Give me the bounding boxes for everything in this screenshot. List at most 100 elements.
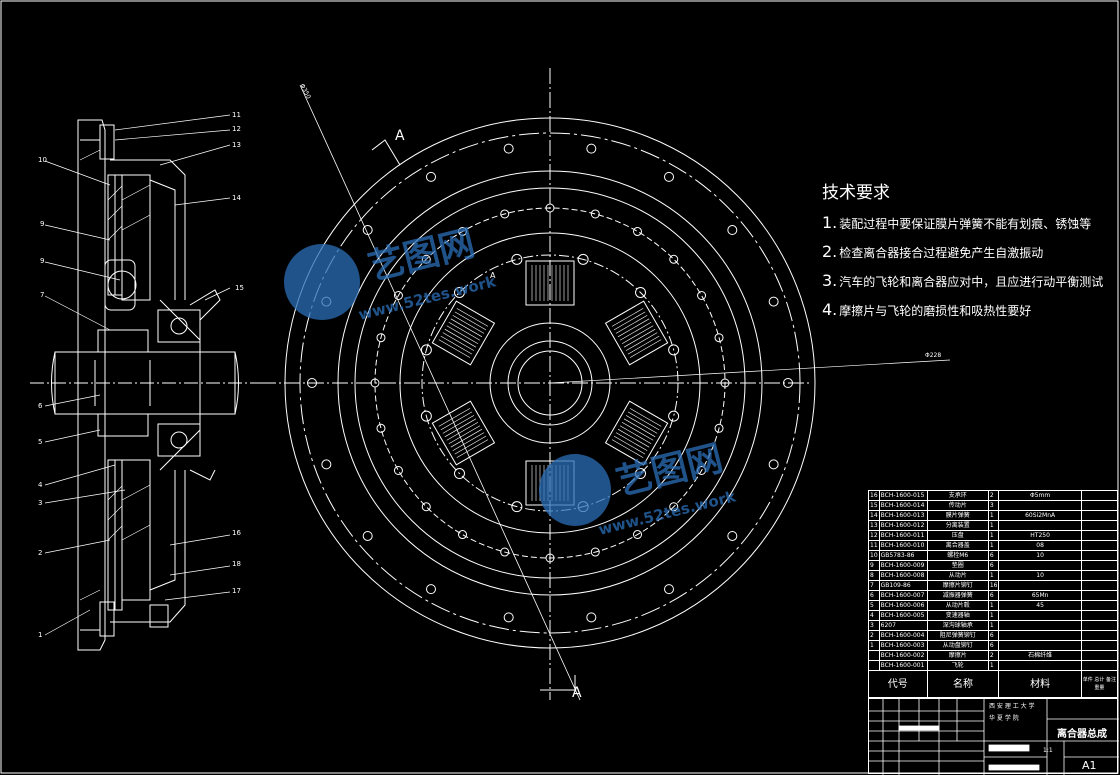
spline-circle <box>507 340 593 426</box>
callout: 4 <box>38 481 43 489</box>
section-cut-line <box>299 84 581 701</box>
bom-cell-remark <box>1080 500 1119 511</box>
release-bearing-upper <box>157 309 201 343</box>
rivet-hole <box>590 547 600 557</box>
bom-cell-name: 摩擦片铆钉 <box>926 580 989 591</box>
bom-cell-remark <box>1080 490 1119 501</box>
bom-cell-qty: 6 <box>987 640 1000 651</box>
outer-circle <box>284 117 816 649</box>
bom-cell-remark <box>1080 510 1119 521</box>
note-text: 汽车的飞轮和离合器应对中，且应进行动平衡测试 <box>839 275 1104 289</box>
bolt-hole <box>307 378 317 388</box>
bom-cell-remark <box>1080 630 1119 641</box>
front-labels: A A A Φ350 Φ228 <box>298 83 941 701</box>
bom-cell-name: 螺栓M6 <box>926 550 989 561</box>
bom-cell-name: 从动盘铆钉 <box>926 640 989 651</box>
bom-cell-qty: 6 <box>987 560 1000 571</box>
bom-cell-code: BCH-1600-014 <box>878 500 928 511</box>
rivet-hole <box>669 254 679 264</box>
bom-cell-mat: 60Si2MnA <box>998 510 1082 521</box>
note-number: 2. <box>822 242 838 261</box>
bom-cell-name: 离合器盖 <box>926 540 989 551</box>
bom-header-weight: 单件 总计 备注重量 <box>1080 670 1119 698</box>
rivet-hole <box>633 226 642 236</box>
section-arrow-bottom <box>540 675 576 691</box>
callout: 12 <box>232 125 241 133</box>
damper-spring-window <box>431 400 496 466</box>
damper-windows <box>431 260 669 506</box>
callout: 17 <box>232 587 241 595</box>
bolt-hole <box>362 530 373 541</box>
damper-spring-window <box>604 400 669 466</box>
bom-cell-mat: Φ5mm <box>998 490 1082 501</box>
rivet-hole <box>633 530 642 540</box>
bom-cell-no <box>868 660 880 671</box>
bom-cell-remark <box>1080 550 1119 561</box>
school-name: 西 安 理 工 大 学 <box>989 703 1035 710</box>
rivet-hole <box>635 286 647 298</box>
callout: 9 <box>40 220 44 228</box>
friction-outer <box>354 187 746 579</box>
bom-cell-mat <box>998 560 1082 571</box>
bom-cell-code: BCH-1600-003 <box>878 640 928 651</box>
section-hatch <box>79 149 151 601</box>
weight-label: 单件 总计 <box>1082 677 1105 683</box>
rivet-circle <box>374 207 726 559</box>
bom-cell-name: 变速器轴 <box>926 610 989 621</box>
rivet-hole <box>458 226 467 236</box>
bom-cell-code: BCH-1600-013 <box>878 510 928 521</box>
bom-cell-name: 深沟球轴承 <box>926 620 989 631</box>
technical-requirements: 技术要求 1.装配过程中要保证膜片弹簧不能有划痕、锈蚀等 2.检查离合器接合过程… <box>822 178 1103 329</box>
bom-cell-name: 传动片 <box>926 500 989 511</box>
bolt-hole <box>503 612 514 623</box>
diaphragm-spring <box>159 299 201 471</box>
bom-cell-name: 从动片毂 <box>926 600 989 611</box>
rivet-hole <box>500 209 510 219</box>
rivet-holes <box>370 203 730 563</box>
bom-cell-code: BCH-1600-010 <box>878 540 928 551</box>
bom-cell-remark <box>1080 580 1119 591</box>
cover-circle <box>337 170 763 596</box>
bom-cell-name: 阻尼弹簧铆钉 <box>926 630 989 641</box>
department-name: 华 夏 学 院 <box>989 715 1019 722</box>
rivet-hole <box>511 253 523 265</box>
bom-cell-no: 7 <box>868 580 880 591</box>
bolt-hole <box>727 530 738 541</box>
rivet-hole <box>697 291 707 300</box>
sheet-size: A1 <box>1082 759 1097 772</box>
bom-cell-qty: 16 <box>987 580 1000 591</box>
bom-cell-name: 减振器弹簧 <box>926 590 989 601</box>
bolt-hole <box>362 225 373 236</box>
bom-cell-remark <box>1080 640 1119 651</box>
bolt-hole <box>426 171 436 182</box>
bom-cell-qty: 1 <box>987 530 1000 541</box>
bom-cell-name: 飞轮 <box>926 660 989 671</box>
remark-label: 备注 <box>1105 677 1116 683</box>
bolt-hole <box>426 584 436 595</box>
bom-cell-qty: 1 <box>987 510 1000 521</box>
bom-cell-no: 16 <box>868 490 880 501</box>
hub-upper <box>97 329 149 353</box>
bom-cell-code: BCH-1600-008 <box>878 570 928 581</box>
note-item: 2.检查离合器接合过程避免产生自激振动 <box>822 242 1103 261</box>
bom-cell-code: BCH-1600-001 <box>878 660 928 671</box>
rivet-hole <box>545 203 555 213</box>
section-view <box>30 114 260 651</box>
bom-cell-no: 12 <box>868 530 880 541</box>
bom-cell-no: 8 <box>868 570 880 581</box>
damper-spring-window <box>525 260 575 306</box>
rivet-hole <box>458 530 467 540</box>
bom-header: 代号 名称 材料 单件 总计 备注重量 <box>868 670 1119 698</box>
